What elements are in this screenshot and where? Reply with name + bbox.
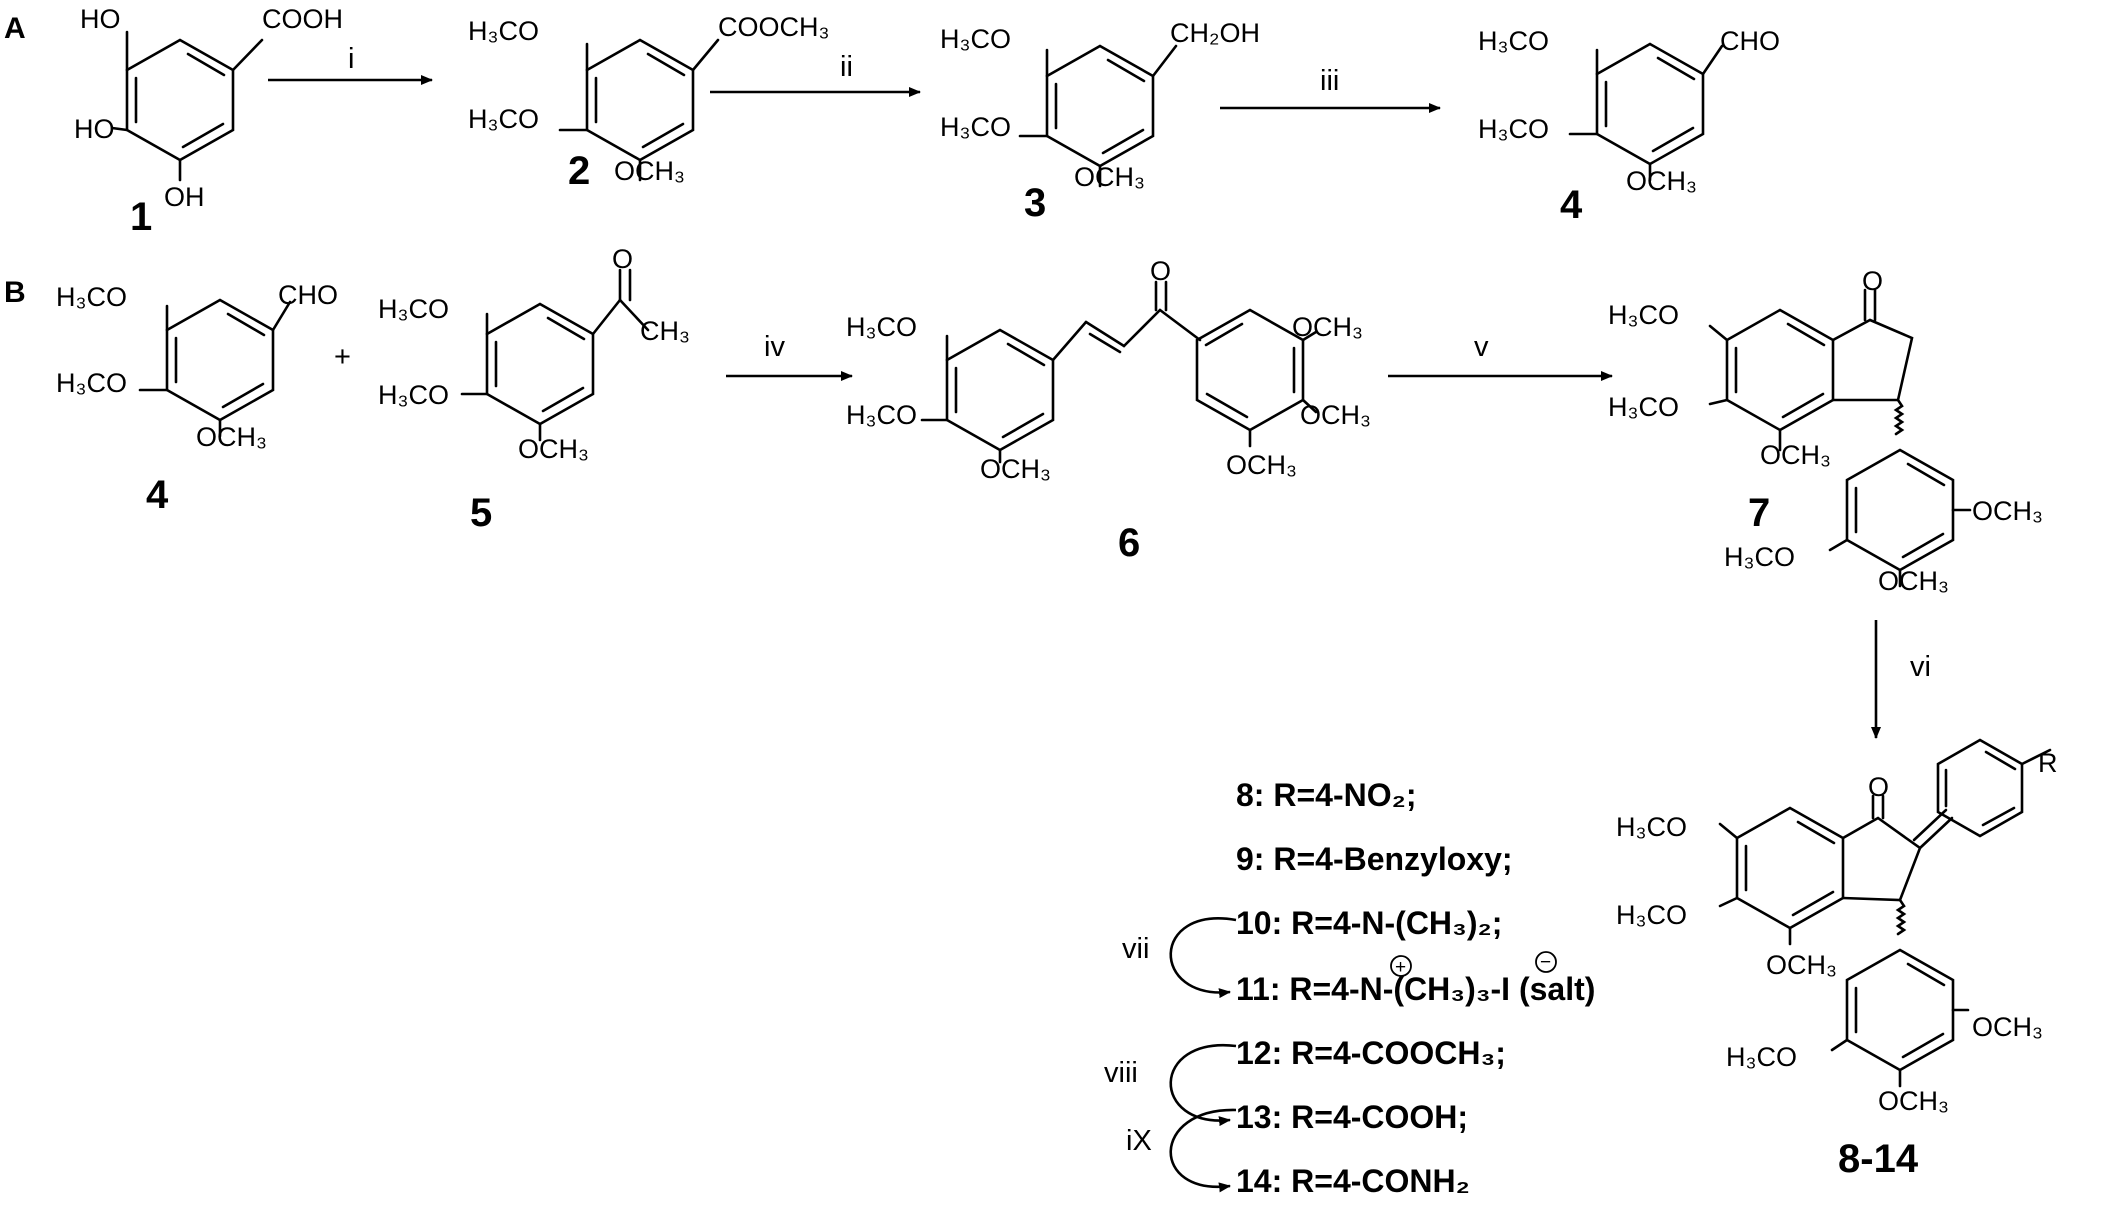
substituent-entry: 8: R=4-NO₂;	[1236, 777, 1416, 813]
methoxy-label: H₃CO	[1724, 542, 1795, 572]
compound-3-structure: H₃CO H₃CO OCH₃ CH₂OH	[940, 18, 1260, 192]
methoxy-label: H₃CO	[56, 368, 127, 398]
methoxy-label: H₃CO	[1608, 300, 1679, 330]
compound-number: 6	[1118, 521, 1140, 565]
substituent-entry: 14: R=4-CONH₂	[1236, 1163, 1470, 1199]
step-label-ii: ii	[840, 51, 853, 83]
compound-number: 4	[146, 473, 169, 517]
compound-5-structure: O H₃CO H₃CO OCH₃ CH₃	[378, 244, 690, 464]
curved-arrow-viii	[1169, 1043, 1237, 1127]
methoxy-label: H₃CO	[1608, 392, 1679, 422]
compound-number: 4	[1560, 183, 1583, 227]
methoxy-label: OCH₃	[1226, 450, 1297, 480]
methoxy-label: H₃CO	[1616, 900, 1687, 930]
hydroxyl-label: HO	[74, 114, 115, 144]
methoxy-label: OCH₃	[1766, 950, 1837, 980]
methoxy-label: OCH₃	[614, 156, 685, 186]
hydroxyl-label: OH	[164, 182, 205, 212]
methoxy-label: H₃CO	[468, 16, 539, 46]
curved-arrow-ix	[1169, 1108, 1237, 1193]
compound-4-structure: H₃CO H₃CO OCH₃ CHO	[56, 280, 338, 452]
plus-sign: +	[334, 341, 351, 373]
compound-6-structure: O H₃CO H₃CO OCH₃ OCH₃ OCH₃ OCH₃	[846, 256, 1371, 484]
substituent-entry: 12: R=4-COOCH₃;	[1236, 1035, 1506, 1071]
compound-number: 1	[130, 195, 152, 239]
methoxy-label: H₃CO	[940, 24, 1011, 54]
methoxy-label: OCH₃	[980, 454, 1051, 484]
methoxy-label: H₃CO	[940, 112, 1011, 142]
substituent-entry: 11: R=4-N-(CH₃)₃-I (salt)	[1236, 971, 1595, 1007]
step-label-ix: iX	[1126, 1125, 1152, 1157]
methoxy-label: H₃CO	[56, 282, 127, 312]
hydroxymethyl-label: CH₂OH	[1170, 18, 1260, 48]
compound-7-structure: O H₃CO H₃CO OCH₃ OCH₃ H₃CO OCH₃	[1608, 266, 2043, 596]
compound-number: 2	[568, 149, 590, 193]
step-label-vii: vii	[1122, 933, 1149, 965]
substituent-entry: 10: R=4-N-(CH₃)₂;	[1236, 905, 1502, 941]
step-label-iv: iv	[764, 331, 785, 363]
methoxy-label: H₃CO	[1616, 812, 1687, 842]
compound-4-structure: H₃CO H₃CO OCH₃ CHO	[1478, 26, 1780, 196]
charge-indicators: + −	[1390, 951, 1557, 978]
methoxy-label: OCH₃	[1878, 1086, 1949, 1116]
methoxy-label: H₃CO	[846, 400, 917, 430]
compound-2-structure: H₃CO H₃CO OCH₃ COOCH₃	[468, 12, 830, 186]
aldehyde-label: CHO	[1720, 26, 1780, 56]
compound-number: 8-14	[1838, 1137, 1919, 1181]
compound-number: 3	[1024, 181, 1046, 225]
substituent-entry: 9: R=4-Benzyloxy;	[1236, 841, 1513, 877]
carboxyl-label: COOH	[262, 4, 343, 34]
methoxy-label: OCH₃	[1074, 162, 1145, 192]
methoxy-label: OCH₃	[1972, 1012, 2043, 1042]
methoxy-label: OCH₃	[1300, 400, 1371, 430]
methoxy-label: H₃CO	[1478, 26, 1549, 56]
methoxy-label: OCH₃	[518, 434, 589, 464]
compound-number: 7	[1748, 491, 1770, 535]
oxygen-label: O	[612, 244, 633, 274]
compound-1-structure: HO HO OH COOH	[74, 4, 343, 212]
methoxy-label: OCH₃	[196, 422, 267, 452]
compound-number: 5	[470, 491, 492, 535]
methoxy-label: OCH₃	[1878, 566, 1949, 596]
methoxy-label: OCH₃	[1760, 440, 1831, 470]
substituent-list: 8: R=4-NO₂; 9: R=4-Benzyloxy; 10: R=4-N-…	[1236, 777, 1595, 1199]
positive-charge-label: +	[1395, 957, 1406, 978]
curved-arrow-vii	[1169, 917, 1237, 999]
substituent-r-label: R	[2038, 748, 2058, 778]
methoxy-label: H₃CO	[378, 380, 449, 410]
section-label-a: A	[4, 12, 26, 45]
substituent-entry: 13: R=4-COOH;	[1236, 1099, 1468, 1135]
step-label-v: v	[1474, 331, 1489, 363]
aldehyde-label: CHO	[278, 280, 338, 310]
compound-8-14-structure: O R H₃CO H₃CO OCH₃ OCH₃ H₃CO OCH₃	[1616, 738, 2058, 1116]
methoxy-label: H₃CO	[846, 312, 917, 342]
oxygen-label: O	[1862, 266, 1883, 296]
step-label-viii: viii	[1104, 1057, 1138, 1089]
step-label-i: i	[348, 43, 354, 75]
oxygen-label: O	[1868, 772, 1889, 802]
methoxy-label: H₃CO	[378, 294, 449, 324]
methoxy-label: H₃CO	[468, 104, 539, 134]
methoxy-label: H₃CO	[1478, 114, 1549, 144]
methoxy-label: H₃CO	[1726, 1042, 1797, 1072]
methyl-label: CH₃	[640, 316, 690, 346]
methoxy-label: OCH₃	[1292, 312, 1363, 342]
methoxy-label: OCH₃	[1972, 496, 2043, 526]
section-label-b: B	[4, 276, 26, 309]
hydroxyl-label: HO	[80, 4, 121, 34]
oxygen-label: O	[1150, 256, 1171, 286]
step-label-vi: vi	[1910, 651, 1931, 683]
ester-label: COOCH₃	[718, 12, 830, 42]
negative-charge-label: −	[1540, 952, 1551, 973]
methoxy-label: OCH₃	[1626, 166, 1697, 196]
step-label-iii: iii	[1320, 65, 1339, 97]
